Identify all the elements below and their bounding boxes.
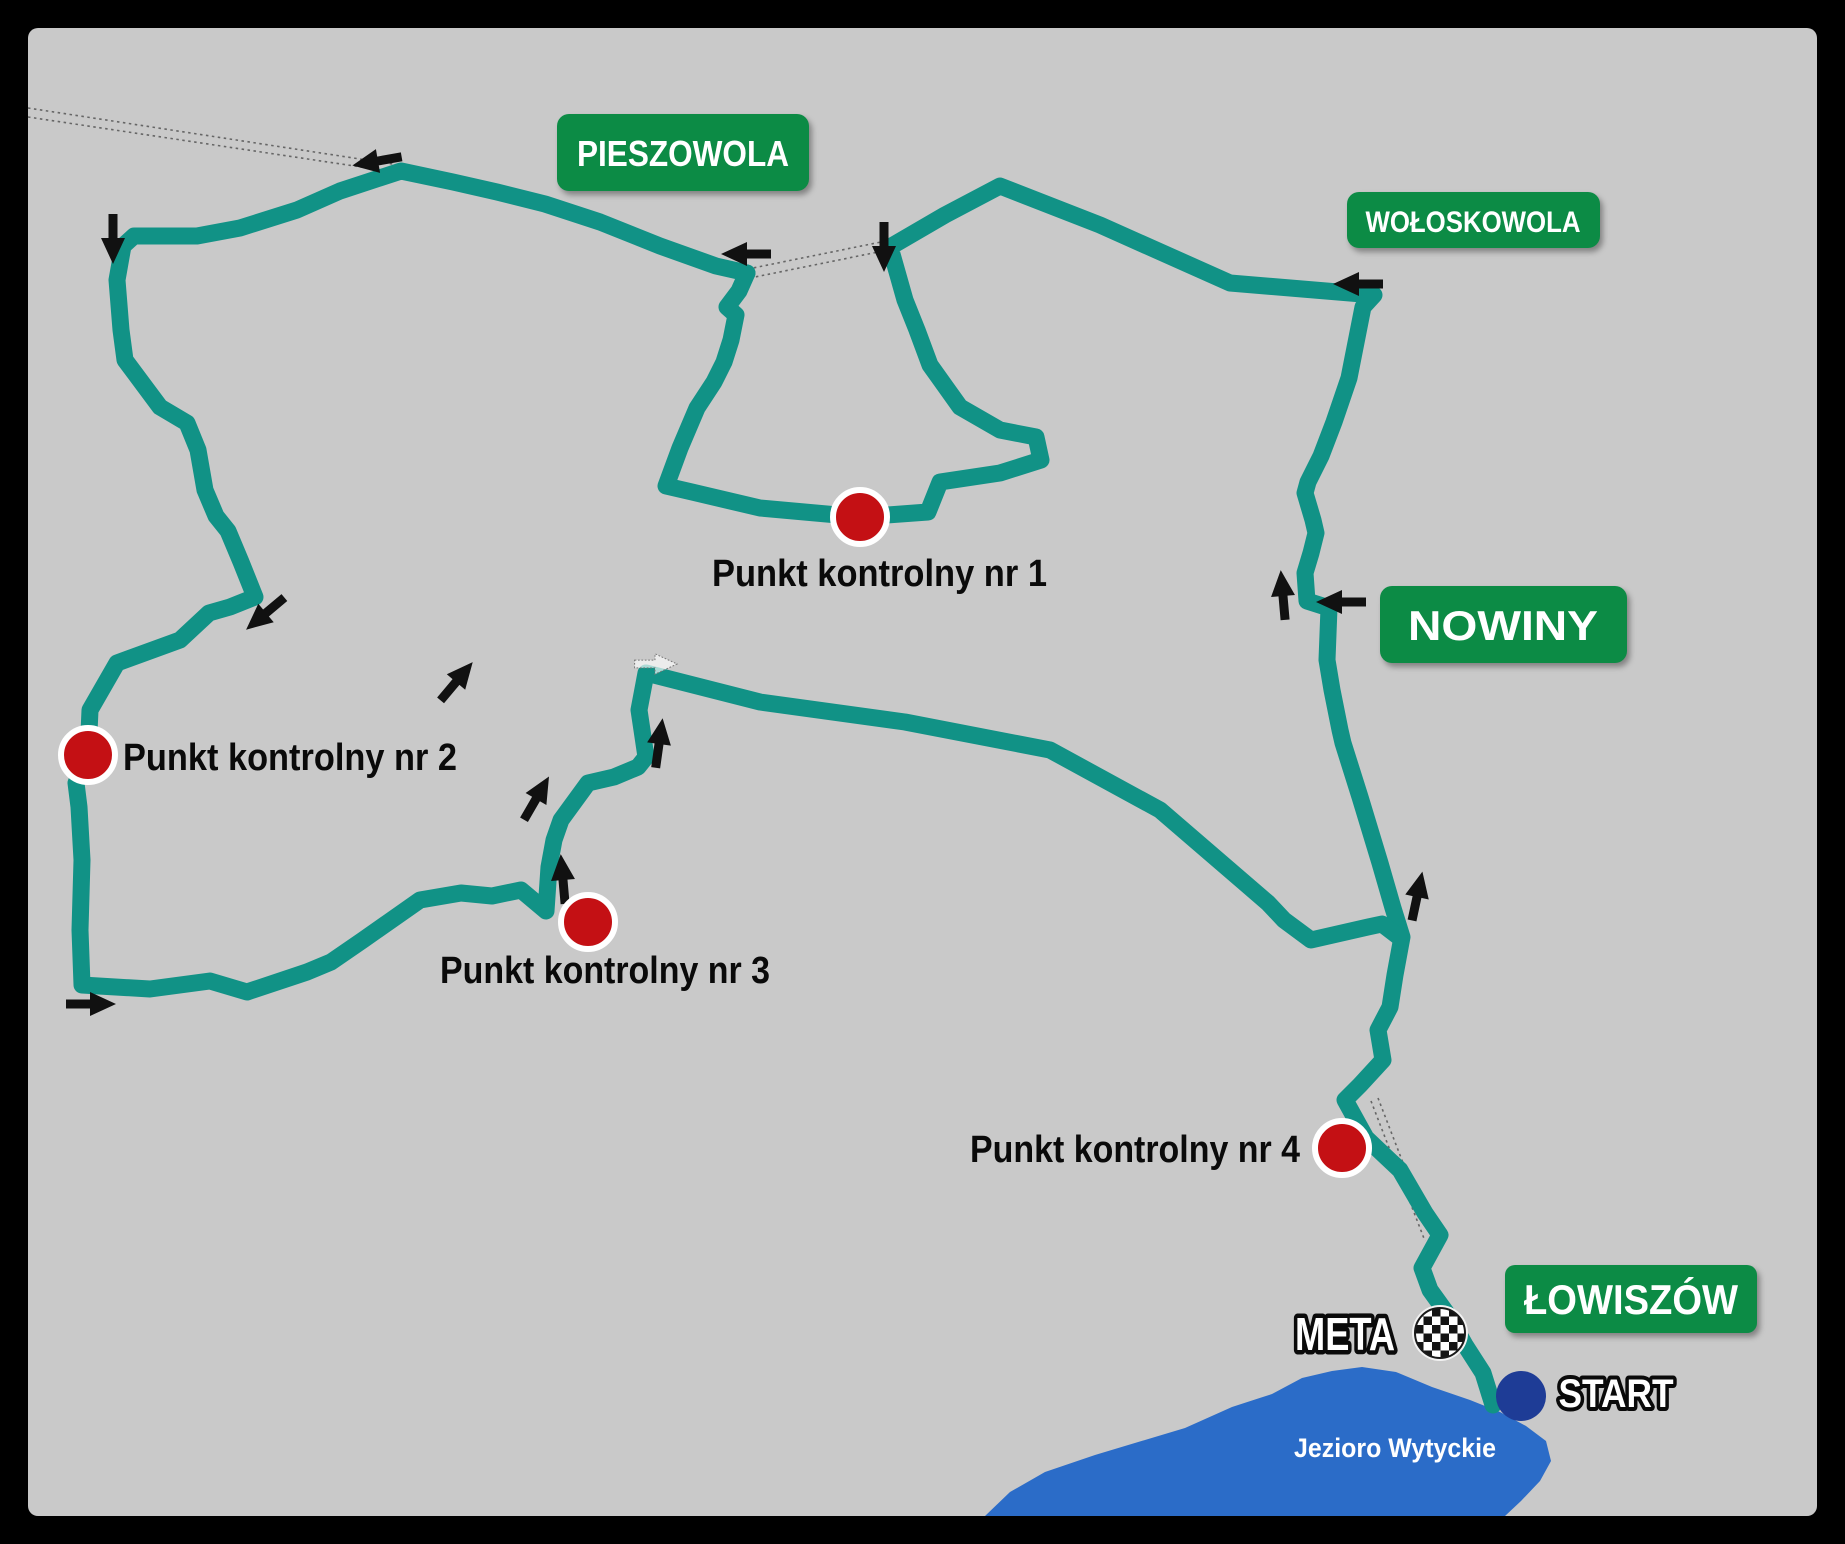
place-label-lowiszow-text: ŁOWISZÓW xyxy=(1524,1275,1738,1323)
start-label: START xyxy=(1559,1372,1674,1416)
place-label-pieszowola: PIESZOWOLA xyxy=(557,114,809,191)
place-label-nowiny-text: NOWINY xyxy=(1408,602,1598,649)
checkpoint-label-1: Punkt kontrolny nr 1 xyxy=(712,553,1047,595)
meta-label: META xyxy=(1295,1308,1395,1360)
railway-line xyxy=(1370,1100,1426,1242)
place-label-lowiszow: ŁOWISZÓW xyxy=(1505,1265,1757,1333)
checkpoint-marker-3 xyxy=(558,892,618,952)
lake: Jezioro Wytyckie xyxy=(985,1367,1551,1516)
place-label-woloskowola: WOŁOSKOWOLA xyxy=(1347,192,1600,248)
checkpoints: Punkt kontrolny nr 1 Punkt kontrolny nr … xyxy=(58,487,1372,1178)
place-labels: PIESZOWOLA WOŁOSKOWOLA NOWINY ŁOWISZÓW xyxy=(557,114,1757,1333)
checkpoint-marker-1 xyxy=(830,487,890,547)
checkpoint-label-4: Punkt kontrolny nr 4 xyxy=(970,1129,1300,1171)
checkpoint-marker-2 xyxy=(58,725,118,785)
place-label-woloskowola-text: WOŁOSKOWOLA xyxy=(1366,206,1581,239)
route-path-west xyxy=(67,162,1408,1001)
start-finish: META START xyxy=(1291,1304,1678,1421)
place-label-pieszowola-text: PIESZOWOLA xyxy=(577,133,789,174)
railway-line xyxy=(1377,1097,1433,1239)
lake-shape xyxy=(985,1367,1551,1516)
lake-label: Jezioro Wytyckie xyxy=(1294,1433,1496,1463)
checkpoint-marker-4 xyxy=(1312,1118,1372,1178)
route-path-east xyxy=(657,177,1502,1414)
checkpoint-label-2: Punkt kontrolny nr 2 xyxy=(123,737,457,779)
finish-flag-icon xyxy=(1412,1305,1468,1361)
checkpoint-label-3: Punkt kontrolny nr 3 xyxy=(440,950,770,992)
place-label-nowiny: NOWINY xyxy=(1380,586,1627,663)
railway-line xyxy=(27,107,400,166)
start-point xyxy=(1496,1371,1546,1421)
railway-lines xyxy=(27,107,1433,1242)
railway-line xyxy=(27,116,402,174)
route xyxy=(67,162,1502,1414)
